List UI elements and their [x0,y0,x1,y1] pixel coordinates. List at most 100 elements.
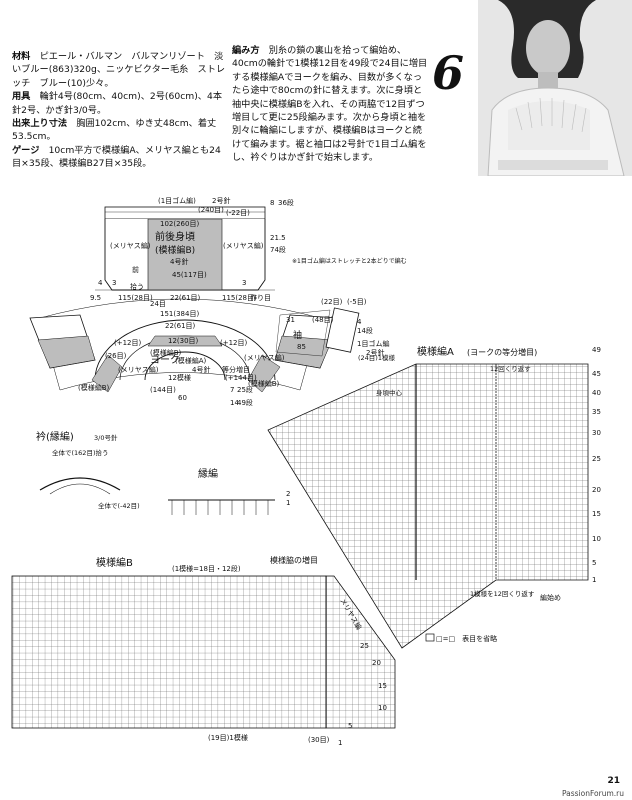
body-h-215: 21.5 [270,234,286,242]
chart-a-subtitle: (ヨークの等分増目) [467,347,537,357]
yoke-mod-b-r: (模様編B) [248,379,280,388]
chart-b-row-labels: 25 20 15 10 5 1 [338,642,387,747]
chart-b-row-label: 15 [378,682,387,690]
chart-b-row-label: 5 [348,722,352,730]
body-top-rib: (1目ゴム編) [158,196,196,205]
body-hem-r: 115(28目) [222,294,257,302]
body-d-4: 4 [98,279,103,287]
yoke-nari-r: (メリヤス編) [244,353,285,362]
chart-a: 模様編A (ヨークの等分増目) (24目)1模様 12回くり返す 編始め 1模様… [267,345,601,649]
yoke-count-25: 25段 [237,385,253,394]
yoke-needle: 4号針 [192,365,210,374]
page-number: 21 [607,776,620,786]
body-diagram: (1目ゴム編) 2号針 (240目) (-22目) 102(260目) 前後身頃… [95,196,407,302]
gauge-text: 10cm平方で模様編A、メリヤス編とも24目×35段、模様編B27目×35段。 [12,144,221,170]
yoke-count-26: (26目) [105,352,127,360]
size-text: 胸囲102cm、ゆき丈48cm、着丈53.5cm。 [12,118,217,143]
chart-b-row-label: 1 [338,739,342,747]
yoke-count-22: 22(61目) [165,322,196,330]
sleeve-rib: 1目ゴム編 [357,339,389,348]
chart-b-inc-title: 模様脇の増目 [270,555,318,565]
yoke-count-12-30: 12(30目) [168,337,199,345]
chart-a-repeat-24: (24目)1模様 [358,353,395,362]
yoke-count-60: 60 [178,394,187,402]
collar-count-162: 全体で(162目)拾う [52,448,108,457]
material-text: ピエール・バルマン バルマンリゾート 淡いブルー(863)320g、ニッケビクタ… [12,51,226,89]
chart-a-row-label: 1 [592,576,596,584]
sleeve-needle: 2号針 [366,348,384,357]
chart-a-row-label: 10 [592,535,601,543]
yoke-count-144: (144目) [150,386,176,394]
sleeve-h-4: 4 [357,318,362,326]
sleeve-title: 袖 [293,329,302,341]
material-label: 材料 [12,51,31,62]
edging-title: 縁編 [198,467,218,480]
body-h-8: 8 [270,199,274,207]
body-note: ※1目ゴム編はストレッチと2本どりで編む [292,257,407,265]
edging-row2: 2 [286,490,290,498]
chart-a-row-label: 45 [592,370,601,378]
chart-a-row-labels: 49 45 40 35 30 25 20 15 10 5 1 [592,346,601,584]
body-front: 前 [132,265,139,274]
chart-a-center: 身頃中心 [376,388,403,397]
chart-b: 模様編B (1模様=18目・12段) 模様脇の増目 メリヤス編 (19目)1模様… [11,555,396,747]
chart-a-row-label: 25 [592,455,601,463]
watermark: PassionForum.ru [561,789,624,798]
collar-dec-42: 全体で(-42目) [98,501,140,510]
chart-b-row-label: 20 [372,659,381,667]
chart-a-title: 模様編A [417,345,454,358]
sleeve-count-48: (48目) [312,316,334,324]
chart-a-row-label: 49 [592,346,601,354]
yoke-inc: 等分増目 [222,365,250,374]
chart-b-row-label: 10 [378,704,387,712]
body-pickup-l: 拾う [130,282,144,291]
sleeve-dec-5: (-5目) [347,298,367,306]
chart-b-row-label: 25 [360,642,369,650]
chart-a-row-label: 5 [592,559,596,567]
yoke-pattern-a: (模様編A) [175,356,207,365]
body-subtitle: (模様編B) [155,244,195,256]
sleeve-diagram: 袖 (22目) (-5目) 85 (48目) 1目ゴム編 2号針 4 14段 3… [275,298,389,357]
yoke-count-12: 12模様 [168,373,191,382]
yoke-plus12-l: (+12目) [114,339,142,347]
yoke-count-49: 49段 [237,398,253,407]
sleeve-count-85: 85 [297,343,306,351]
body-h-36: 36段 [278,198,294,207]
body-needle-4: 4号針 [170,257,188,266]
materials-block: 材料 ピエール・バルマン バルマンリゾート 淡いブルー(863)320g、ニッケ… [12,50,226,171]
body-count-240: (240目) [198,206,224,214]
model-photo [478,0,632,176]
chart-a-row-label: 35 [592,408,601,416]
collar-title: 衿(縁編) [36,430,74,443]
body-center-w: 102(260目) [160,220,199,228]
yoke-count-7: 7 [230,386,234,394]
method-label: 編み方 [232,45,260,56]
yoke-title: ヨーク [150,354,180,366]
method-block: 編み方 別糸の鎖の裏山を拾って編始め、40cmの輪針で1模様12目を49段で24… [232,44,428,165]
yoke-nari-l: (メリヤス編) [118,365,159,374]
sleeve-h-31: 31 [286,316,295,324]
yoke-pattern-b: (模様編B) [150,348,182,357]
tools-label: 用具 [12,91,31,103]
yoke-count-24: 24目 [150,300,166,308]
yoke-inc-144: (+144目) [225,374,257,382]
yoke-plus12-r: (+12目) [220,339,248,347]
legend-text: □=□ 表目を省略 [436,634,497,643]
chart-a-row-label: 20 [592,486,601,494]
body-d-3b: 3 [242,279,246,287]
size-label: 出来上り寸法 [12,118,68,130]
body-hem-l: 115(28目) [118,294,153,302]
edging-row1: 1 [286,499,290,507]
chart-a-repeat-12: 12回くり返す [490,365,531,373]
method-text: 別糸の鎖の裏山を拾って編始め、40cmの輪針で1模様12目を49段で24目に増目… [232,45,428,164]
tools-text: 輪針4号(80cm、40cm)、2号(60cm)、4本針2号、かぎ針3/0号。 [12,91,223,116]
pattern-number: 6 [432,46,465,100]
body-dec-22: (-22目) [226,209,250,217]
yoke-count-151: 151(384目) [160,310,199,318]
chart-a-row-label: 30 [592,429,601,437]
collar-hook: 3/0号針 [94,433,118,442]
body-d-3: 3 [112,279,116,287]
chart-a-row-label: 40 [592,389,601,397]
chart-b-repeat: (19目)1模様 [208,733,248,742]
